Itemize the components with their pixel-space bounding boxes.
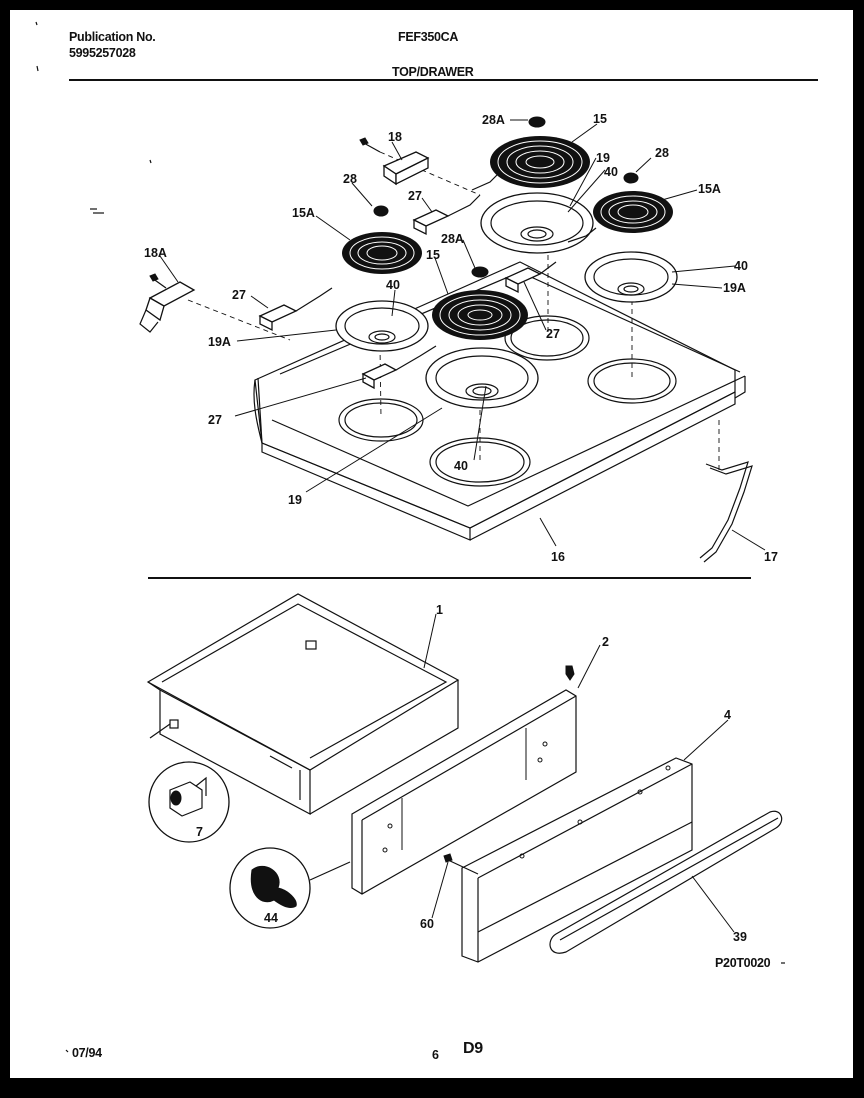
callout-28A-mid: 28A	[441, 232, 464, 246]
callout-27-top: 27	[408, 189, 422, 203]
callout-7: 7	[196, 825, 203, 839]
section-title: TOP/DRAWER	[392, 65, 474, 79]
callout-40-low: 40	[454, 459, 468, 473]
callout-40-right: 40	[734, 259, 748, 273]
callout-15-mid: 15	[426, 248, 440, 262]
callout-27-low: 27	[208, 413, 222, 427]
model-number: FEF350CA	[398, 30, 459, 44]
callout-60: 60	[420, 917, 434, 931]
callout-28A-top: 28A	[482, 113, 505, 127]
callout-15A-right: 15A	[698, 182, 721, 196]
detail-circles	[148, 723, 351, 929]
callout-40-top: 40	[604, 165, 618, 179]
figure-code: P20T0020	[715, 956, 771, 970]
callout-18A: 18A	[144, 246, 167, 260]
element-caps	[373, 116, 639, 278]
callout-1: 1	[436, 603, 443, 617]
revision-date: 07/94	[72, 1046, 102, 1060]
callout-19-top: 19	[596, 151, 610, 165]
diagram-sheet	[10, 10, 853, 1078]
callout-2: 2	[602, 635, 609, 649]
publication-number: 5995257028	[69, 46, 136, 60]
lift-rod	[699, 461, 753, 563]
callout-27-left: 27	[232, 288, 246, 302]
drip-bowls	[335, 192, 678, 409]
margin-marks	[35, 21, 785, 1053]
callout-18: 18	[388, 130, 402, 144]
callout-leaders	[159, 119, 766, 933]
drawer-assembly	[146, 593, 783, 963]
callout-39: 39	[733, 930, 747, 944]
callout-15A-left: 15A	[292, 206, 315, 220]
publication-label: Publication No.	[69, 30, 156, 44]
callout-40-left: 40	[386, 278, 400, 292]
page-code: D9	[463, 1040, 483, 1057]
callout-28-top: 28	[655, 146, 669, 160]
callout-17: 17	[764, 550, 778, 564]
callout-27-mid: 27	[546, 327, 560, 341]
callout-19-low: 19	[288, 493, 302, 507]
page-number: 6	[432, 1048, 439, 1062]
callout-15-top: 15	[593, 112, 607, 126]
callout-16: 16	[551, 550, 565, 564]
terminal-blocks	[139, 137, 597, 390]
callout-28-left: 28	[343, 172, 357, 186]
callout-19A-right: 19A	[723, 281, 746, 295]
callout-4: 4	[724, 708, 731, 722]
callout-labels: 28A 15 19 28 40 15A 18 27 28 15A 28A 15 …	[144, 112, 778, 944]
alignment-lines	[187, 151, 720, 470]
callout-19A-left: 19A	[208, 335, 231, 349]
callout-44: 44	[264, 911, 278, 925]
surface-coil-elements	[342, 136, 673, 340]
